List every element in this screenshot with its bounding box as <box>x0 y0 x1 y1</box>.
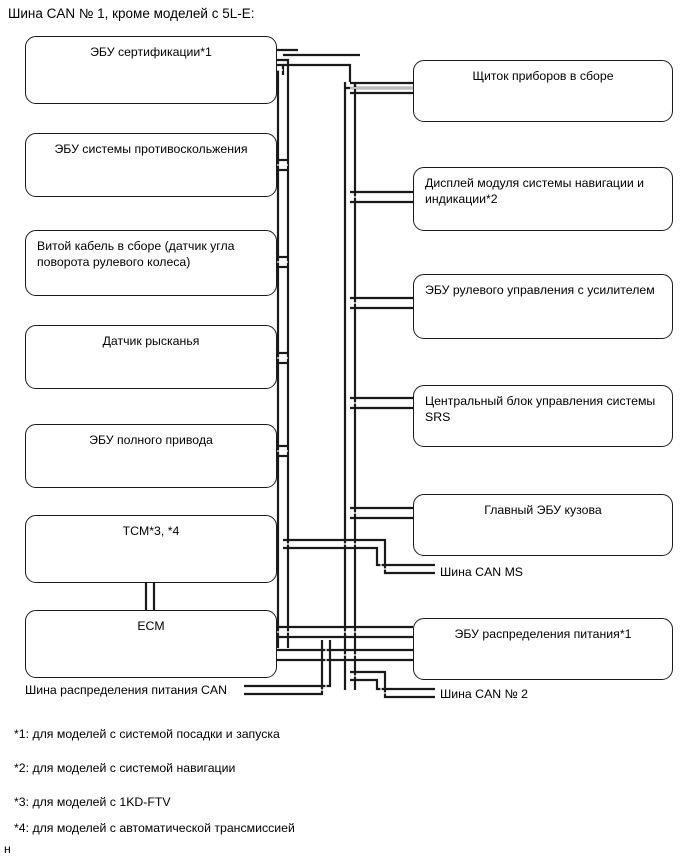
footnote-2: *2: для моделей с системой навигации <box>14 761 236 775</box>
bus-trunk-left <box>276 70 290 648</box>
node-label: Главный ЭБУ кузова <box>484 503 602 517</box>
stub-left-3 <box>276 255 288 269</box>
node-tcm[interactable]: TCM*3, *4 <box>25 515 277 583</box>
node-certification-ecu[interactable]: ЭБУ сертификации*1 <box>25 36 277 104</box>
stub-right-3 <box>350 296 413 310</box>
trailing-text: н <box>4 842 11 856</box>
node-label: ЭБУ системы противоскольжения <box>54 142 248 156</box>
stub-left-4 <box>276 351 288 365</box>
node-power-distribution-ecu[interactable]: ЭБУ распределения питания*1 <box>413 618 673 680</box>
stub-right-4 <box>350 396 413 410</box>
bus-label-can-ms: Шина CAN MS <box>440 565 524 579</box>
node-yaw-rate-sensor[interactable]: Датчик рысканья <box>25 325 277 389</box>
node-awd-ecu[interactable]: ЭБУ полного привода <box>25 424 277 488</box>
node-label: ЭБУ полного привода <box>89 433 213 447</box>
branch-can-ms <box>283 538 435 575</box>
stub-left-5 <box>276 444 288 458</box>
node-spiral-cable[interactable]: Витой кабель в сборе (датчик угла поворо… <box>25 230 277 296</box>
node-label: ЭБУ рулевого управления с усилителем <box>425 283 655 297</box>
node-label: Центральный блок управления системы SRS <box>425 394 656 424</box>
stub-right-5 <box>350 506 413 520</box>
footnote-3: *3: для моделей с 1KD-FTV <box>14 795 171 809</box>
node-srs-center-assembly[interactable]: Центральный блок управления системы SRS <box>413 385 673 447</box>
bus-trunk-right <box>343 82 357 690</box>
node-label: Щиток приборов в сборе <box>472 69 614 83</box>
branch-can-2 <box>350 670 435 699</box>
link-tcm-ecm <box>144 582 156 612</box>
bus-label-power-distribution-can: Шина распределения питания CAN <box>25 683 227 697</box>
stub-left-2 <box>276 158 288 172</box>
stub-right-2 <box>350 190 413 204</box>
ecm-bus-run-upper <box>276 625 413 639</box>
node-label: Датчик рысканья <box>102 334 200 348</box>
node-skid-control-ecu[interactable]: ЭБУ системы противоскольжения <box>25 133 277 197</box>
node-label: TCM*3, *4 <box>122 524 180 538</box>
node-ecm[interactable]: ECM <box>25 610 277 678</box>
elbow-top <box>276 48 298 70</box>
node-power-steering-ecu[interactable]: ЭБУ рулевого управления с усилителем <box>413 274 673 339</box>
node-main-body-ecu[interactable]: Главный ЭБУ кузова <box>413 494 673 556</box>
node-navigation-display[interactable]: Дисплей модуля системы навигации и индик… <box>413 167 673 231</box>
ecm-bus-run-lower <box>276 648 413 662</box>
footnote-4: *4: для моделей с автоматической трансми… <box>14 821 295 835</box>
diagram-title: Шина CAN № 1, кроме моделей с 5L-E: <box>8 6 255 21</box>
branch-power-distribution <box>244 640 332 696</box>
node-label: ЭБУ сертификации*1 <box>90 45 212 59</box>
bus-label-can-2: Шина CAN № 2 <box>440 687 529 701</box>
node-label: ЭБУ распределения питания*1 <box>454 627 632 641</box>
node-label: ECM <box>137 619 165 633</box>
node-label: Дисплей модуля системы навигации и индик… <box>425 176 644 206</box>
node-label: Витой кабель в сборе (датчик угла поворо… <box>37 239 235 269</box>
node-combination-meter[interactable]: Щиток приборов в сборе <box>413 60 673 122</box>
footnote-1: *1: для моделей с системой посадки и зап… <box>14 727 280 741</box>
stub-right-1b <box>350 81 413 95</box>
